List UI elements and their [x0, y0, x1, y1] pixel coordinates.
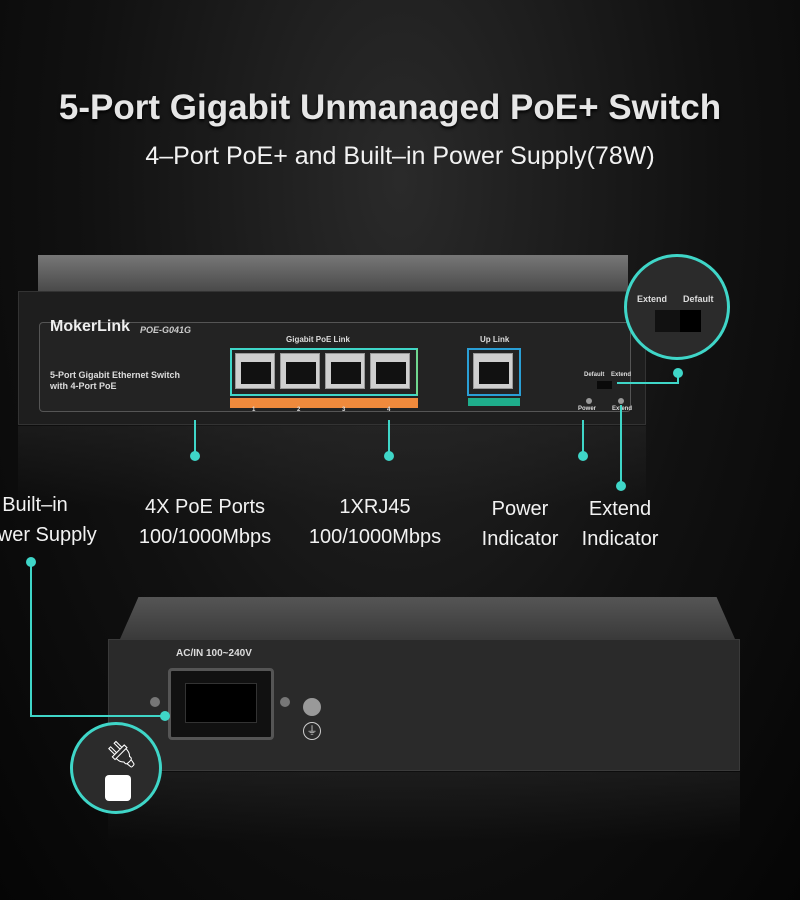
callout-uplink: 1XRJ45 100/1000Mbps — [292, 492, 458, 552]
port-number: 3 — [342, 407, 346, 413]
page-title: 5-Port Gigabit Unmanaged PoE+ Switch — [58, 88, 722, 127]
port-number: 4 — [387, 407, 391, 413]
zoom-label-default: Default — [683, 294, 714, 304]
uplink-strip — [468, 398, 520, 406]
led-label-extend: Extend — [612, 406, 633, 412]
callout-line: 1XRJ45 — [339, 496, 411, 518]
callout-line: Indicator — [481, 528, 559, 550]
poe-port-3[interactable] — [325, 353, 365, 389]
callout-line: 100/1000Mbps — [308, 526, 442, 548]
description-line1: 5-Port Gigabit Ethernet Switch — [50, 370, 181, 380]
ground-screw — [303, 698, 321, 716]
callout-line: Power Supply — [0, 524, 97, 546]
poe-port-2[interactable] — [280, 353, 320, 389]
callout-extend-indicator: Extend Indicator — [572, 494, 668, 554]
model-number: POE-G041G — [140, 325, 192, 335]
poe-port-1[interactable] — [235, 353, 275, 389]
poe-group-label: Gigabit PoE Link — [286, 335, 351, 344]
description-line2: with 4-Port PoE — [50, 381, 117, 391]
led-label-power: Power — [578, 406, 597, 412]
switch-label-default: Default — [584, 372, 605, 378]
callout-line: Built–in — [2, 494, 68, 516]
power-led — [586, 398, 592, 404]
outlet-icon — [105, 775, 131, 801]
callout-line: Indicator — [581, 528, 659, 550]
page-subtitle: 4–Port PoE+ and Built–in Power Supply(78… — [145, 142, 655, 170]
front-switch: MokerLink POE-G041G 5-Port Gigabit Ether… — [18, 255, 646, 425]
poe-strip — [230, 398, 418, 408]
callout-line: Power — [491, 498, 549, 520]
uplink-label: Up Link — [480, 335, 510, 344]
screw-icon — [280, 697, 290, 707]
screw-icon — [150, 697, 160, 707]
port-number: 2 — [297, 407, 301, 413]
brand-logo: MokerLink — [50, 318, 131, 335]
callout-line: Extend — [588, 498, 652, 520]
poe-port-4[interactable] — [370, 353, 410, 389]
plug-circle: 🔌︎ — [70, 722, 162, 814]
ac-label: AC/IN 100~240V — [176, 648, 252, 659]
mode-switch[interactable] — [597, 381, 612, 389]
plug-icon: 🔌︎ — [105, 739, 139, 769]
callout-power-supply: Built–in Power Supply — [0, 490, 110, 550]
callout-power-indicator: Power Indicator — [470, 494, 570, 554]
switch-zoom-circle: Extend Default — [624, 254, 730, 360]
ac-power-socket[interactable] — [168, 668, 274, 740]
callout-poe-ports: 4X PoE Ports 100/1000Mbps — [120, 492, 290, 552]
callout-line: 100/1000Mbps — [138, 526, 272, 548]
switch-label-extend: Extend — [611, 372, 632, 378]
uplink-port[interactable] — [473, 353, 513, 389]
callout-line: 4X PoE Ports — [144, 496, 266, 518]
port-number: 1 — [252, 407, 256, 413]
zoom-label-extend: Extend — [637, 294, 668, 304]
ground-icon: ⏚ — [303, 722, 321, 740]
extend-led — [618, 398, 624, 404]
